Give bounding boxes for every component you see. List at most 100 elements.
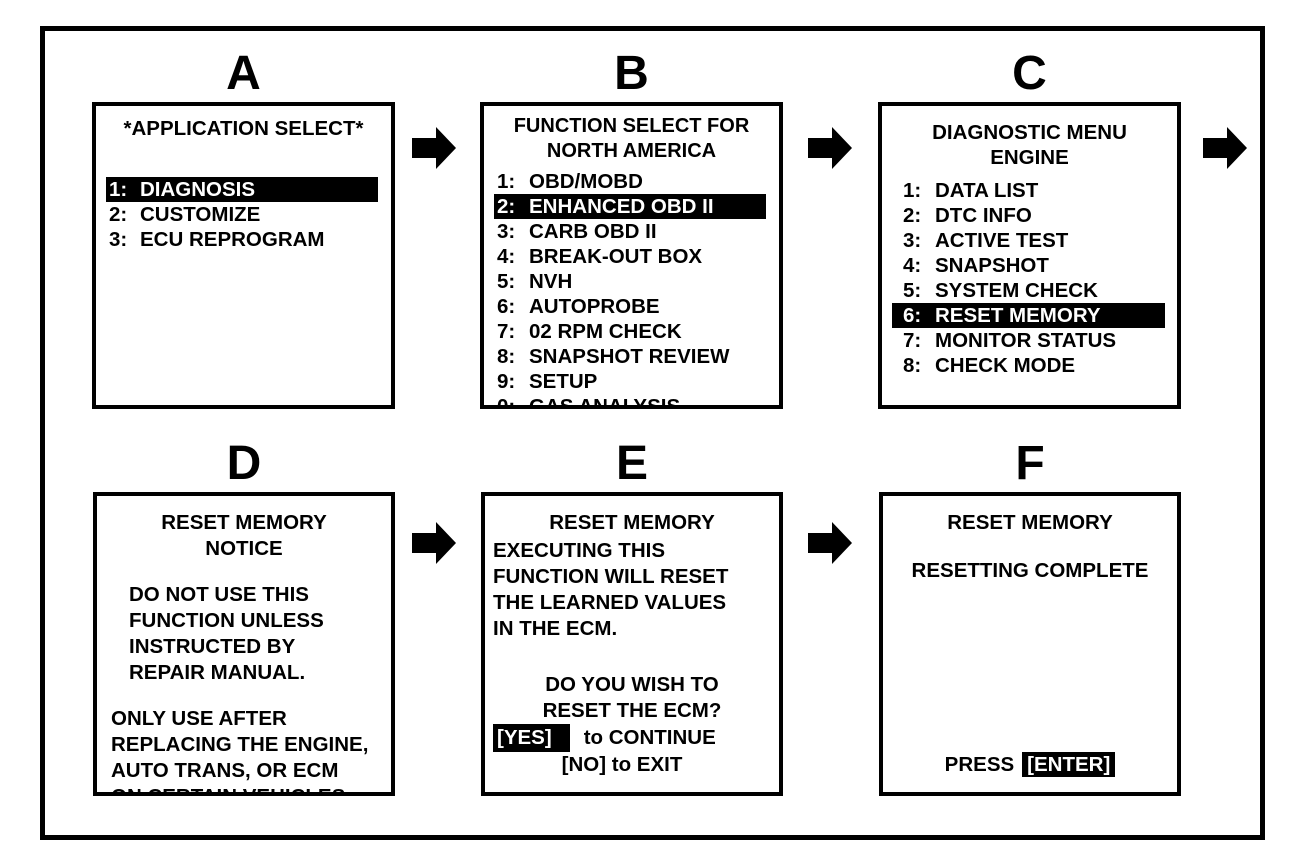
panel-d-advice: ONLY USE AFTER REPLACING THE ENGINE, AUT… (107, 706, 381, 792)
menu-item-o2-rpm-check[interactable]: 7: 02 RPM CHECK (494, 319, 769, 344)
panel-e-body-line4: IN THE ECM. (493, 617, 618, 640)
menu-item-number: 0: (497, 395, 516, 409)
panel-d-warning-line3: INSTRUCTED BY (129, 635, 296, 658)
menu-item-label: DTC INFO (935, 204, 1032, 227)
menu-item-monitor-status[interactable]: 7: MONITOR STATUS (892, 328, 1167, 353)
panel-e-screen: RESET MEMORY EXECUTING THIS FUNCTION WIL… (481, 492, 783, 796)
menu-item-number: 2: (903, 204, 922, 227)
panel-d-warning-line1: DO NOT USE THIS (129, 583, 309, 606)
panel-b-title-line2: NORTH AMERICA (546, 140, 717, 162)
menu-item-autoprobe[interactable]: 6: AUTOPROBE (494, 294, 769, 319)
right-arrow-icon (412, 125, 456, 171)
panel-a: A *APPLICATION SELECT* 1: DIAGNOSIS 2: C… (92, 50, 395, 410)
panel-e-body-line1: EXECUTING THIS (493, 539, 665, 562)
menu-item-reset-memory[interactable]: 6: RESET MEMORY (892, 303, 1165, 328)
menu-item-number: 6: (903, 304, 922, 327)
panel-b: B FUNCTION SELECT FOR NORTH AMERICA 1: O… (480, 50, 783, 410)
panel-e-body-line2: FUNCTION WILL RESET (493, 565, 729, 588)
panel-d-warning-line4: REPAIR MANUAL. (129, 661, 306, 684)
panel-e-question: DO YOU WISH TO RESET THE ECM? (493, 672, 771, 724)
panel-d-screen: RESET MEMORY NOTICE DO NOT USE THIS FUNC… (93, 492, 395, 796)
panel-a-letter: A (226, 47, 261, 100)
menu-item-label: OBD/MOBD (529, 170, 643, 193)
panel-b-menu: 1: OBD/MOBD 2: ENHANCED OBD II 3: CARB O… (494, 169, 769, 409)
panel-e-body: EXECUTING THIS FUNCTION WILL RESET THE L… (493, 538, 771, 642)
panel-e-body-line3: THE LEARNED VALUES (493, 591, 727, 614)
panel-d-advice-line1: ONLY USE AFTER (111, 707, 287, 730)
panel-f-press-prompt: PRESS [ENTER] (883, 752, 1177, 778)
menu-item-number: 5: (903, 279, 922, 302)
menu-item-label: SETUP (529, 370, 598, 393)
press-label: PRESS (944, 753, 1015, 776)
enter-key-badge[interactable]: [ENTER] (1022, 752, 1116, 777)
menu-item-system-check[interactable]: 5: SYSTEM CHECK (892, 278, 1167, 303)
panel-c-title-line2: ENGINE (990, 146, 1069, 169)
panel-d: D RESET MEMORY NOTICE DO NOT USE THIS FU… (93, 440, 395, 800)
panel-a-menu: 1: DIAGNOSIS 2: CUSTOMIZE 3: ECU REPROGR… (106, 177, 381, 252)
panel-a-screen: *APPLICATION SELECT* 1: DIAGNOSIS 2: CUS… (92, 102, 395, 409)
yes-key-action: to CONTINUE (583, 726, 716, 749)
menu-item-label: CARB OBD II (529, 220, 657, 243)
menu-item-number: 3: (497, 220, 516, 243)
panel-b-screen: FUNCTION SELECT FOR NORTH AMERICA 1: OBD… (480, 102, 783, 409)
menu-item-number: 7: (497, 320, 516, 343)
menu-item-number: 6: (497, 295, 516, 318)
right-arrow-icon (808, 125, 852, 171)
menu-item-label: BREAK-OUT BOX (529, 245, 703, 268)
menu-item-check-mode[interactable]: 8: CHECK MODE (892, 353, 1167, 378)
menu-item-label: DATA LIST (935, 179, 1039, 202)
menu-item-gas-analysis[interactable]: 0: GAS ANALYSIS (494, 394, 769, 409)
panel-e: E RESET MEMORY EXECUTING THIS FUNCTION W… (481, 440, 783, 800)
panel-e-choice-yes[interactable]: [YES] to CONTINUE (493, 724, 771, 752)
panel-d-warning: DO NOT USE THIS FUNCTION UNLESS INSTRUCT… (107, 582, 381, 686)
menu-item-carb-obd-ii[interactable]: 3: CARB OBD II (494, 219, 769, 244)
menu-item-ecu-reprogram[interactable]: 3: ECU REPROGRAM (106, 227, 381, 252)
menu-item-number: 1: (497, 170, 516, 193)
menu-item-number: 1: (903, 179, 922, 202)
menu-item-number: 8: (497, 345, 516, 368)
menu-item-number: 8: (903, 354, 922, 377)
panel-e-choice-no[interactable]: [NO] to EXIT (561, 753, 683, 776)
menu-item-label: AUTOPROBE (529, 295, 660, 318)
menu-item-label: CHECK MODE (935, 354, 1076, 377)
menu-item-diagnosis[interactable]: 1: DIAGNOSIS (106, 177, 378, 202)
menu-item-number: 7: (903, 329, 922, 352)
panel-f-status: RESETTING COMPLETE (911, 559, 1149, 582)
menu-item-number: 4: (903, 254, 922, 277)
menu-item-customize[interactable]: 2: CUSTOMIZE (106, 202, 381, 227)
menu-item-break-out-box[interactable]: 4: BREAK-OUT BOX (494, 244, 769, 269)
panel-a-title: *APPLICATION SELECT* (123, 117, 364, 140)
menu-item-label: SNAPSHOT REVIEW (529, 345, 730, 368)
menu-item-nvh[interactable]: 5: NVH (494, 269, 769, 294)
menu-item-number: 9: (497, 370, 516, 393)
panel-d-advice-line4: ON CERTAIN VEHICLES. (111, 784, 381, 792)
menu-item-obd-mobd[interactable]: 1: OBD/MOBD (494, 169, 769, 194)
panel-c-screen: DIAGNOSTIC MENU ENGINE 1: DATA LIST 2: D… (878, 102, 1181, 409)
menu-item-number: 3: (109, 228, 128, 251)
panel-e-question-line2: RESET THE ECM? (542, 699, 722, 722)
panel-c-letter: C (1012, 47, 1047, 100)
menu-item-label: RESET MEMORY (935, 304, 1101, 327)
panel-b-title-line1: FUNCTION SELECT FOR (513, 115, 750, 137)
menu-item-snapshot-review[interactable]: 8: SNAPSHOT REVIEW (494, 344, 769, 369)
menu-item-label: MONITOR STATUS (935, 329, 1117, 352)
menu-item-dtc-info[interactable]: 2: DTC INFO (892, 203, 1167, 228)
menu-item-active-test[interactable]: 3: ACTIVE TEST (892, 228, 1167, 253)
panel-c-title-line1: DIAGNOSTIC MENU (932, 121, 1127, 144)
panel-d-title-line2: NOTICE (205, 537, 283, 560)
menu-item-number: 5: (497, 270, 516, 293)
menu-item-snapshot[interactable]: 4: SNAPSHOT (892, 253, 1167, 278)
panel-c: C DIAGNOSTIC MENU ENGINE 1: DATA LIST 2:… (878, 50, 1181, 410)
menu-item-label: SYSTEM CHECK (935, 279, 1098, 302)
menu-item-label: 02 RPM CHECK (529, 320, 682, 343)
menu-item-number: 2: (497, 195, 516, 218)
menu-item-data-list[interactable]: 1: DATA LIST (892, 178, 1167, 203)
panel-f-title: RESET MEMORY (947, 511, 1113, 534)
menu-item-enhanced-obd-ii[interactable]: 2: ENHANCED OBD II (494, 194, 766, 219)
panel-d-advice-line3: AUTO TRANS, OR ECM (111, 759, 339, 782)
panel-d-warning-line2: FUNCTION UNLESS (129, 609, 324, 632)
menu-item-label: CUSTOMIZE (140, 203, 261, 226)
menu-item-setup[interactable]: 9: SETUP (494, 369, 769, 394)
yes-key-badge[interactable]: [YES] (493, 724, 570, 752)
